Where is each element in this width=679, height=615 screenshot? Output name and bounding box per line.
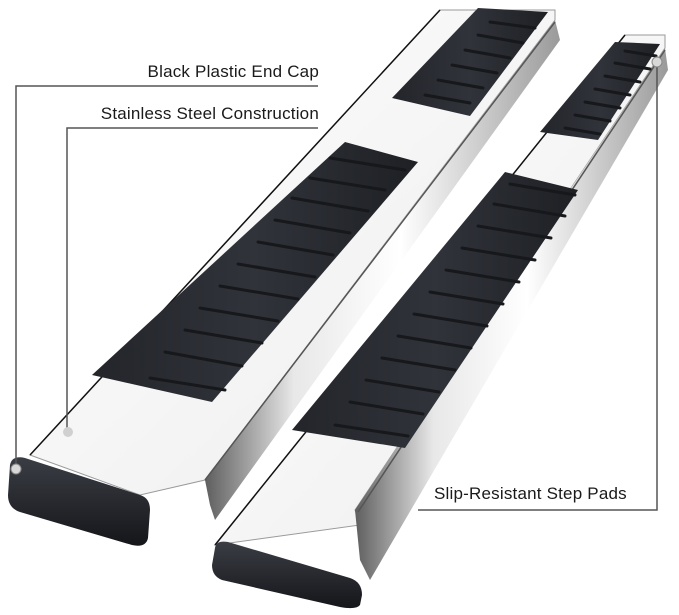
callout-dots (10, 56, 663, 475)
right-pad-ribs (333, 49, 658, 438)
right-board-steel-side (355, 48, 668, 580)
callout-label-step-pads: Slip-Resistant Step Pads (434, 484, 627, 503)
left-board-steel-side (205, 20, 560, 520)
left-upper-step-pad (392, 8, 548, 116)
left-running-board (8, 8, 560, 546)
callout-label-stainless-steel: Stainless Steel Construction (100, 104, 319, 123)
pads-leader-line (418, 62, 658, 511)
pads-dot (651, 56, 663, 68)
left-pad-ribs (148, 20, 537, 392)
right-main-step-pad (292, 172, 578, 448)
endcap-dot (10, 463, 22, 475)
left-black-end-cap (8, 457, 150, 546)
callout-leaders (15, 62, 658, 511)
right-black-end-cap (212, 541, 362, 609)
endcap-leader-line (15, 85, 318, 468)
steel-leader-line (66, 127, 318, 432)
right-running-board (212, 34, 668, 609)
callout-label-end-cap: Black Plastic End Cap (147, 62, 319, 81)
steel-dot (63, 427, 73, 437)
